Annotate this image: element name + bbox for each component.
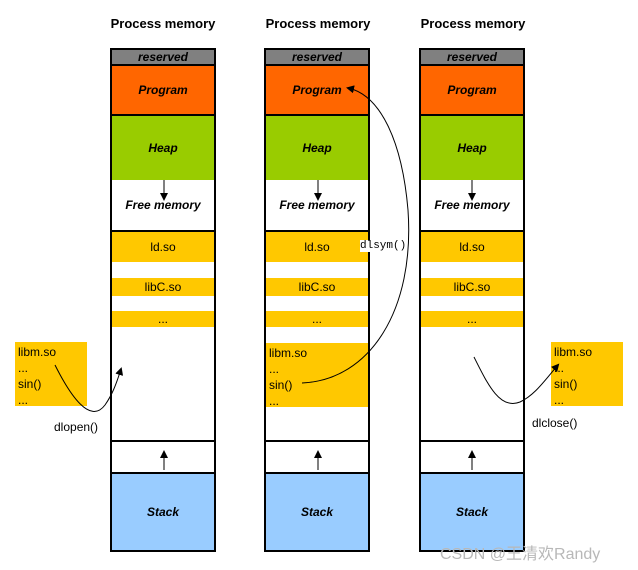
libm-so-sin: sin() bbox=[18, 377, 42, 391]
column-2-title: Process memory bbox=[265, 16, 371, 31]
libm-so-sin: sin() bbox=[554, 377, 578, 391]
free-memory-label: Free memory bbox=[279, 198, 355, 212]
gap-segment bbox=[421, 440, 523, 472]
libm-so-dots: ... bbox=[554, 393, 565, 407]
process-memory-column-1: reserved Program Heap Free memory ld.so … bbox=[110, 48, 216, 552]
program-segment: Program bbox=[266, 66, 368, 116]
reserved-segment: reserved bbox=[421, 50, 523, 66]
reserved-segment: reserved bbox=[266, 50, 368, 66]
dots-segment: ... bbox=[266, 311, 368, 327]
column-1-title: Process memory bbox=[110, 16, 216, 31]
libm-so-dots: ... bbox=[18, 361, 29, 375]
watermark: CSDN @王清欢Randy bbox=[440, 546, 601, 563]
process-memory-column-2: reserved Program Heap Free memory ld.so … bbox=[264, 48, 370, 552]
gap-segment bbox=[266, 440, 368, 472]
program-segment: Program bbox=[112, 66, 214, 116]
process-memory-column-3: reserved Program Heap Free memory ld.so … bbox=[419, 48, 525, 552]
free-memory-label: Free memory bbox=[125, 198, 201, 212]
ld-so-segment: ld.so bbox=[266, 230, 368, 262]
dots-segment: ... bbox=[421, 311, 523, 327]
libm-so-sin: sin() bbox=[269, 378, 293, 392]
libm-so-name: libm.so bbox=[18, 345, 57, 359]
gap-segment bbox=[112, 440, 214, 472]
ld-so-segment: ld.so bbox=[421, 230, 523, 262]
libc-so-segment: libC.so bbox=[112, 278, 214, 296]
heap-segment: Heap bbox=[112, 116, 214, 180]
stack-segment: Stack bbox=[421, 472, 523, 550]
reserved-segment: reserved bbox=[112, 50, 214, 66]
free-memory-label: Free memory bbox=[434, 198, 510, 212]
libm-so-dots: ... bbox=[269, 362, 280, 376]
libm-so-name: libm.so bbox=[554, 345, 593, 359]
heap-segment: Heap bbox=[421, 116, 523, 180]
column-3-title: Process memory bbox=[420, 16, 526, 31]
stack-segment: Stack bbox=[112, 472, 214, 550]
dlclose-label: dlclose() bbox=[532, 416, 578, 430]
libm-so-dots: ... bbox=[18, 393, 29, 407]
heap-segment: Heap bbox=[266, 116, 368, 180]
libm-so-external-left: libm.so ... sin() ... bbox=[15, 342, 87, 407]
libm-so-mapped-segment: libm.so ... sin() ... bbox=[266, 343, 368, 408]
libc-so-segment: libC.so bbox=[421, 278, 523, 296]
libm-so-dots: ... bbox=[554, 361, 565, 375]
libc-so-segment: libC.so bbox=[266, 278, 368, 296]
libm-so-name: libm.so bbox=[269, 346, 308, 360]
dlopen-label: dlopen() bbox=[54, 420, 99, 434]
program-segment: Program bbox=[421, 66, 523, 116]
ld-so-segment: ld.so bbox=[112, 230, 214, 262]
libm-so-external-right: libm.so ... sin() ... bbox=[551, 342, 623, 407]
stack-segment: Stack bbox=[266, 472, 368, 550]
dots-segment: ... bbox=[112, 311, 214, 327]
dlsym-label: dlsym() bbox=[360, 240, 407, 252]
libm-so-dots: ... bbox=[269, 394, 280, 408]
